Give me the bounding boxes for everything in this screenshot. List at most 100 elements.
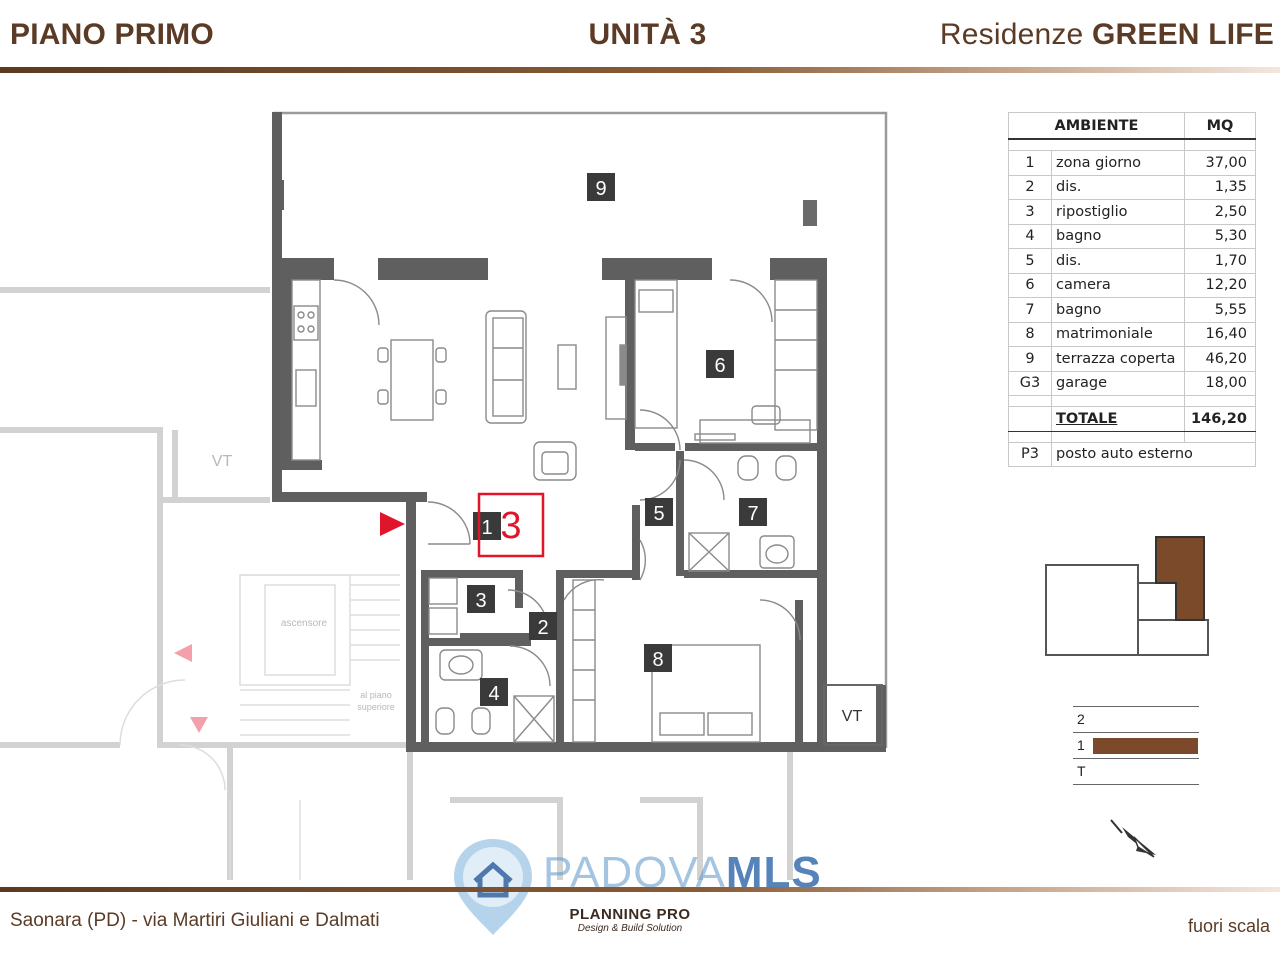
room-tag-6: 6 (714, 355, 725, 377)
room-area: 37,00 (1184, 150, 1256, 176)
room-tag-1: 1 (481, 517, 492, 539)
room-number: 8 (1008, 321, 1052, 347)
unit-title: UNITÀ 3 (588, 18, 707, 51)
room-area: 46,20 (1184, 346, 1256, 372)
room-number: 6 (1008, 272, 1052, 298)
room-tag-4: 4 (488, 683, 499, 705)
footer-scale-note: fuori scala (1187, 916, 1270, 936)
floor-level: T (1073, 758, 1199, 785)
extra-num: P3 (1008, 441, 1052, 467)
floor-level-label: 1 (1077, 737, 1085, 753)
table-spacer (1008, 138, 1256, 151)
vt-box-right (823, 684, 883, 746)
extra-name: posto auto esterno (1051, 441, 1256, 467)
floor-plan: VT ascensore al piano superiore (0, 111, 888, 880)
brand-name: PLANNING PRO (569, 906, 691, 923)
room-number: 5 (1008, 248, 1052, 274)
room-name: bagno (1051, 223, 1185, 249)
room-tag-5: 5 (653, 503, 664, 525)
room-tag-2: 2 (537, 617, 548, 639)
neighbour-outline (0, 287, 793, 880)
brand-tagline: Design & Build Solution (577, 923, 683, 934)
floor-level: 1 (1073, 732, 1199, 758)
room-name: ripostiglio (1051, 199, 1185, 225)
footer-brand: PLANNING PRO Design & Build Solution (560, 906, 700, 934)
table-total-row: TOTALE 146,20 (1008, 406, 1256, 432)
table-spacer (1008, 430, 1256, 443)
room-area: 1,70 (1184, 248, 1256, 274)
floor-title: PIANO PRIMO (10, 18, 214, 51)
room-area: 5,55 (1184, 297, 1256, 323)
room-number: 9 (1008, 346, 1052, 372)
north-arrow-icon (1110, 819, 1156, 858)
entry-arrow-faded-1 (174, 644, 192, 662)
room-tags: 9 1 6 5 7 3 2 8 4 (467, 173, 767, 706)
room-area: 16,40 (1184, 321, 1256, 347)
vt-label-left: VT (212, 453, 233, 470)
header-rule (0, 67, 1280, 73)
room-tag-7: 7 (747, 503, 758, 525)
entry-arrow (380, 512, 405, 536)
key-plan (1045, 536, 1209, 656)
key-plan-unit (1155, 536, 1205, 621)
room-name: matrimoniale (1051, 321, 1185, 347)
floor-level-label: T (1077, 763, 1086, 779)
vt-label-right: VT (842, 708, 863, 725)
floor-level: 2 (1073, 706, 1199, 732)
key-plan-block-mid (1137, 582, 1177, 621)
room-number: 1 (1008, 150, 1052, 176)
footer-address: Saonara (PD) - via Martiri Giuliani e Da… (10, 910, 380, 931)
room-number: 2 (1008, 174, 1052, 200)
total-label: TOTALE (1056, 410, 1118, 427)
room-tag-8: 8 (652, 649, 663, 671)
room-area: 12,20 (1184, 272, 1256, 298)
unit-number-box (477, 492, 545, 558)
room-name: bagno (1051, 297, 1185, 323)
elevator-label: ascensore (281, 618, 328, 629)
stairs-label-1: al piano (360, 690, 392, 700)
room-tag-3: 3 (475, 590, 486, 612)
terrace-outline (273, 111, 888, 748)
project-name: GREEN LIFE (1091, 18, 1274, 51)
room-area: 18,00 (1184, 370, 1256, 396)
room-number: 7 (1008, 297, 1052, 323)
room-name: terrazza coperta (1051, 346, 1185, 372)
total-value: 146,20 (1184, 406, 1256, 432)
stairs-label-2: superiore (357, 702, 395, 712)
room-name: dis. (1051, 174, 1185, 200)
header-mq: MQ (1184, 112, 1256, 140)
project-title: Residenze GREEN LIFE (940, 18, 1274, 52)
unit-number: 3 (500, 505, 521, 547)
room-name: garage (1051, 370, 1185, 396)
room-name: camera (1051, 272, 1185, 298)
room-area: 1,35 (1184, 174, 1256, 200)
room-area: 5,30 (1184, 223, 1256, 249)
room-tag-9: 9 (595, 178, 606, 200)
unit-walls (272, 112, 886, 752)
room-name: dis. (1051, 248, 1185, 274)
room-number: 3 (1008, 199, 1052, 225)
entry-arrow-faded-2 (190, 717, 208, 733)
table-spacer (1008, 395, 1256, 407)
key-plan-block-left (1045, 564, 1139, 656)
floor-level-label: 2 (1077, 711, 1085, 727)
header-ambiente: AMBIENTE (1008, 112, 1185, 140)
table-extra-row: P3 posto auto esterno (1008, 441, 1256, 467)
room-area: 2,50 (1184, 199, 1256, 225)
room-number: 4 (1008, 223, 1052, 249)
neighbour-details (119, 574, 400, 880)
room-number: G3 (1008, 370, 1052, 396)
table-header-row: AMBIENTE MQ (1008, 112, 1256, 140)
